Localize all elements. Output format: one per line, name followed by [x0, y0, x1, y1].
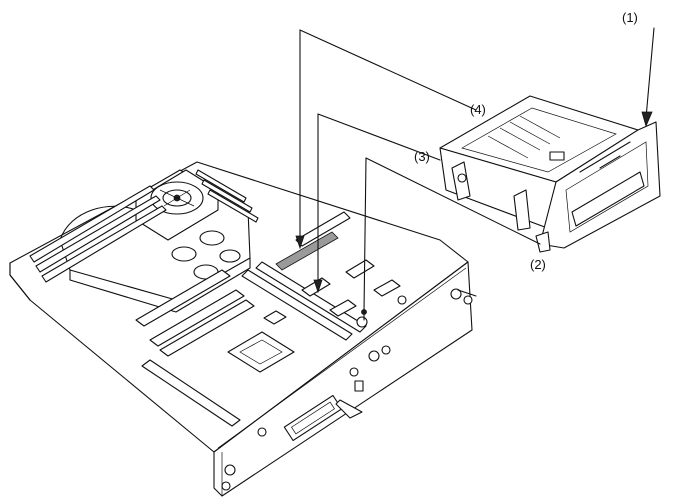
expansion-slots [135, 261, 367, 427]
callout-4: (4) [470, 102, 486, 117]
callout-1: (1) [622, 10, 638, 25]
heatsink-fan [59, 169, 251, 313]
leader-lines [295, 27, 655, 321]
callout-2: (2) [530, 257, 546, 272]
front-panel-connectors [221, 288, 477, 491]
callout-3: (3) [414, 149, 430, 164]
board-chip [227, 310, 295, 373]
memory-slots [29, 169, 259, 283]
hdd-unit [439, 95, 661, 253]
controller-board [9, 161, 477, 497]
